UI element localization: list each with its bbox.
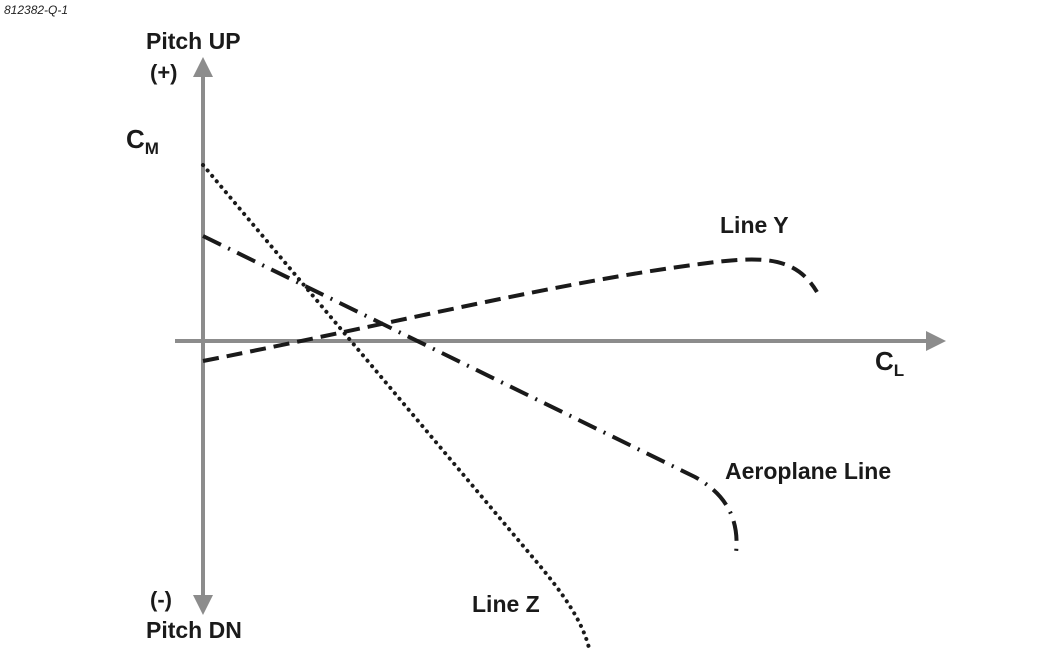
pitch-down-label: Pitch DN [146, 617, 242, 643]
line-y-label: Line Y [720, 212, 789, 238]
cm-axis-label-sub: M [144, 139, 159, 158]
cm-axis-label-main: C [126, 124, 145, 154]
line-y-curve [202, 257, 819, 363]
line-z-label: Line Z [472, 591, 540, 617]
aeroplane-line-curve [202, 234, 739, 554]
aeroplane-line-label: Aeroplane Line [725, 458, 892, 484]
line-z-curve [201, 163, 591, 650]
right-arrow-icon [926, 331, 946, 351]
pitch-up-label: Pitch UP [146, 28, 241, 54]
cm-axis-label: CM [126, 124, 159, 159]
negative-sign-label: (-) [150, 587, 172, 612]
reference-id: 812382-Q-1 [4, 3, 69, 17]
positive-sign-label: (+) [150, 60, 178, 85]
down-arrow-icon [193, 595, 213, 615]
cl-axis-label: CL [875, 346, 904, 381]
cl-axis-label-main: C [875, 346, 894, 376]
up-arrow-icon [193, 57, 213, 77]
cl-axis-label-sub: L [893, 361, 905, 380]
